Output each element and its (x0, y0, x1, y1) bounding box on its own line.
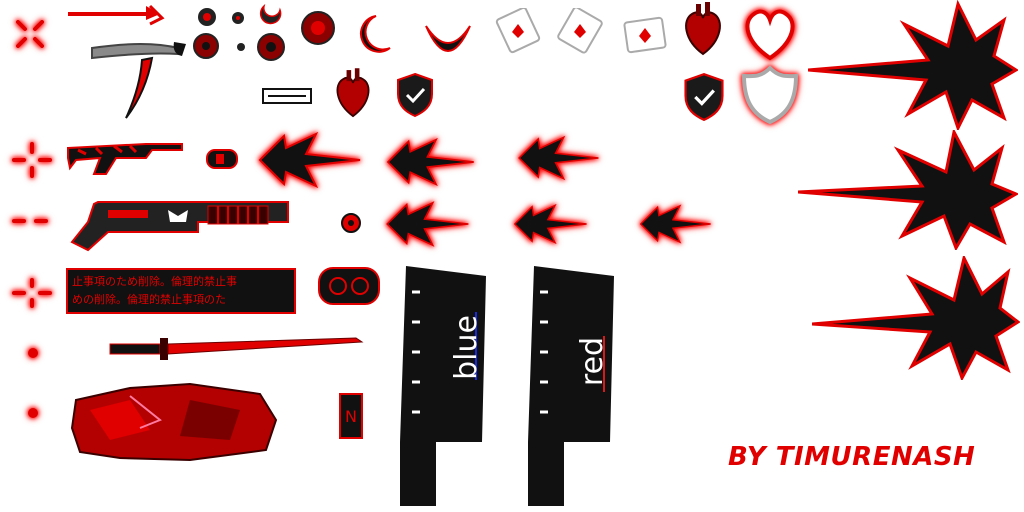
orb-icon (257, 33, 285, 61)
shotgun-icon (70, 201, 289, 252)
flag-blue: blue (396, 262, 488, 506)
crosshair-plus-icon (12, 142, 52, 178)
arrow-fire-icon (258, 132, 361, 188)
arrow-fire-icon (386, 201, 469, 247)
dot-icon (28, 348, 38, 358)
crescent-icon (425, 25, 471, 52)
arrow-fire-icon (513, 203, 587, 245)
flag-shape (528, 266, 614, 506)
orb-icon (301, 11, 335, 45)
shield-outline-icon (741, 65, 799, 125)
playing-card-icon (557, 8, 603, 54)
playing-card-icon (495, 8, 541, 54)
katana-icon (109, 337, 364, 360)
crescent-icon (259, 3, 282, 25)
health-bar (262, 88, 312, 104)
text-banner: 止事項のため削除。倫理的禁止事 めの削除。倫理的禁止事項のた (66, 268, 296, 314)
flag-red-label: red (575, 336, 611, 387)
banner-line: めの削除。倫理的禁止事項のた (72, 293, 226, 306)
orb-icon (193, 33, 219, 59)
crescent-icon (360, 15, 391, 53)
dot-icon (28, 408, 38, 418)
flag-red: red (524, 262, 616, 506)
flag-blue-label: blue (448, 315, 484, 380)
crosshair-bracket-icon (12, 278, 52, 308)
orb-icon (232, 12, 244, 24)
assault-rifle-icon (67, 143, 183, 175)
credit-text: BY TIMURENASH (728, 442, 976, 472)
knife-tag-icon: N (339, 393, 363, 439)
svg-text:N: N (345, 407, 357, 426)
collage-weapon-icon (70, 382, 278, 462)
flame-burst-icon (798, 130, 1018, 250)
arrow-fire-icon (639, 204, 711, 244)
arrow-fire-icon (518, 135, 599, 181)
orb-icon (198, 8, 216, 26)
badge-icon (318, 267, 380, 305)
ammo-icon (206, 149, 238, 169)
scythe-icon (68, 4, 186, 119)
flag-shape (400, 266, 486, 506)
flame-burst-icon (812, 256, 1020, 380)
crosshair-dash-icon (12, 219, 48, 223)
heart-icon (685, 2, 721, 56)
crosshair-x-icon (16, 20, 44, 48)
orb-icon (341, 213, 361, 233)
heart-outline-icon (745, 9, 795, 61)
playing-card-icon (623, 16, 667, 54)
flame-burst-icon (808, 0, 1018, 130)
dot-icon (237, 43, 245, 51)
arrow-fire-icon (386, 138, 474, 186)
shield-check-icon (397, 72, 433, 118)
shield-check-icon (684, 73, 724, 122)
heart-icon (336, 68, 370, 118)
banner-line: 止事項のため削除。倫理的禁止事 (72, 275, 237, 288)
